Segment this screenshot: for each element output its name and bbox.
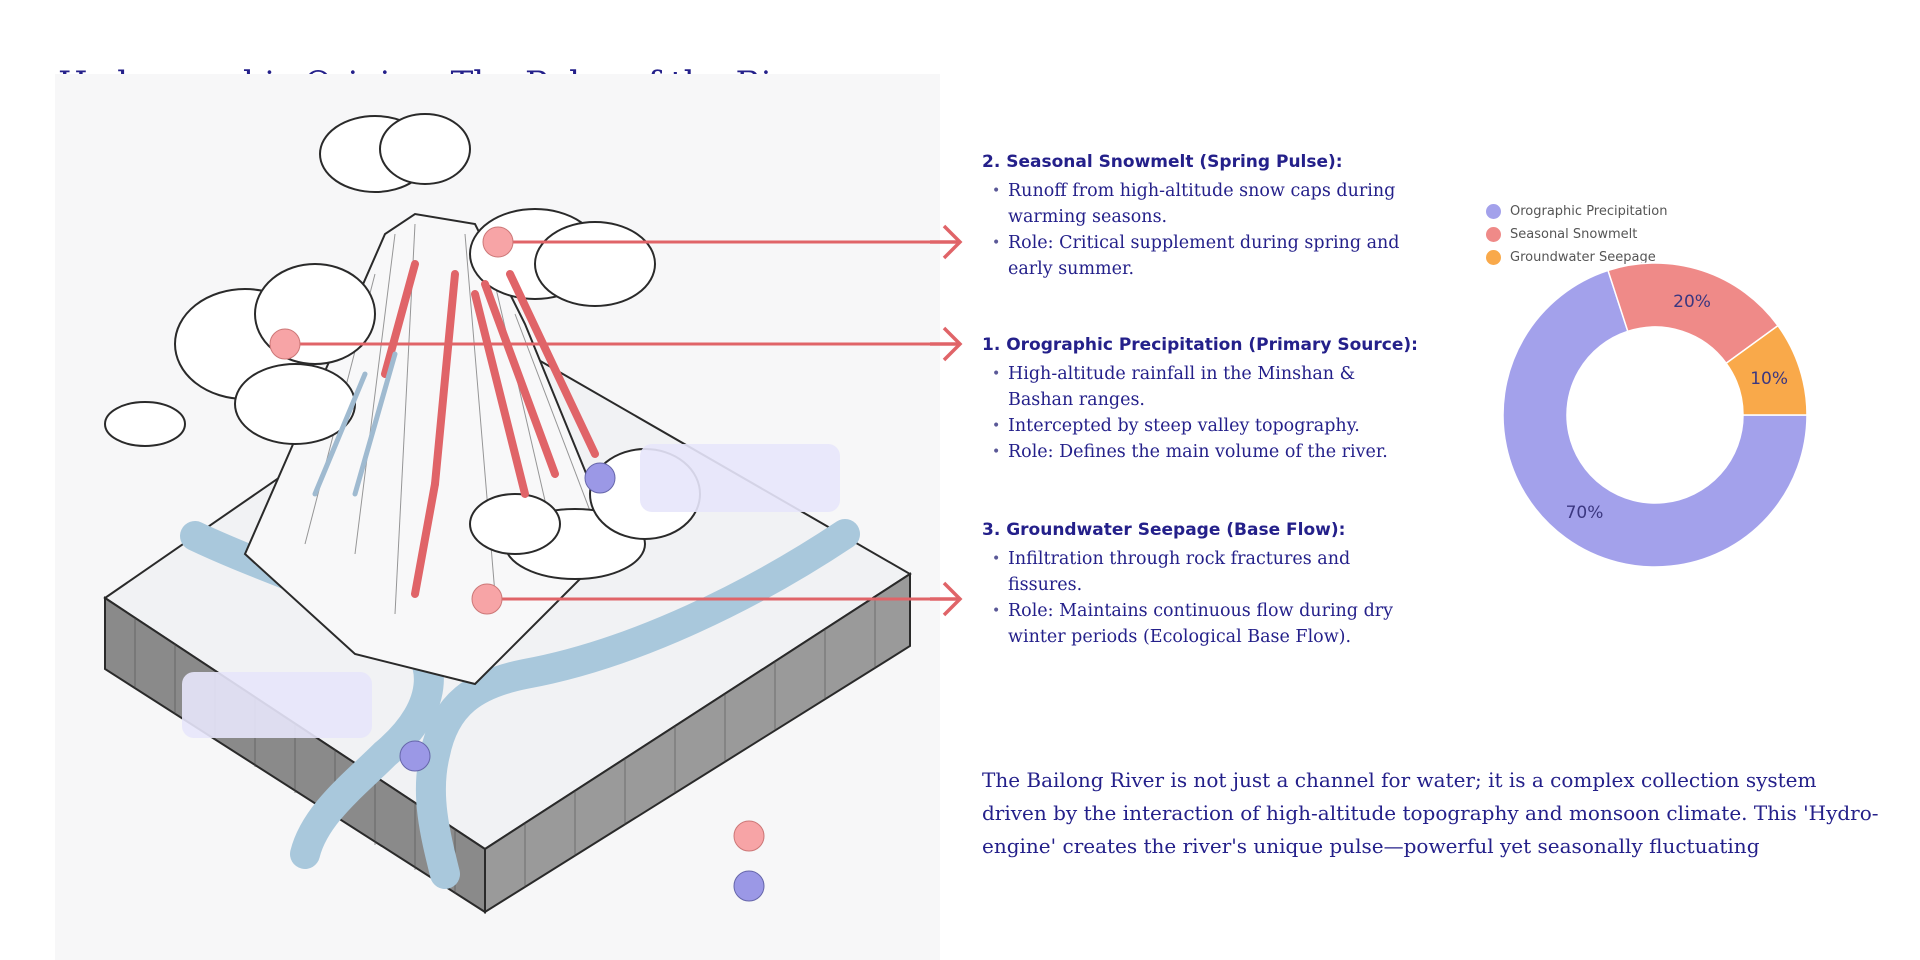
section-heading: 2. Seasonal Snowmelt (Spring Pulse): bbox=[982, 152, 1343, 172]
legend-item-groundwater: Groundwater Seepage bbox=[1486, 250, 1656, 265]
arrowheads bbox=[930, 224, 963, 617]
label-seasonal-snowmelt: 20% bbox=[1673, 292, 1711, 312]
section-heading: 1. Orographic Precipitation (Primary Sou… bbox=[982, 335, 1418, 355]
bullet-item: Role: Defines the main volume of the riv… bbox=[982, 439, 1402, 465]
donut-chart: 70% 20% 10% bbox=[1502, 262, 1808, 568]
marker-pink-legend bbox=[733, 820, 765, 852]
marker-precipitation bbox=[269, 328, 301, 360]
label-orographic-precipitation: 70% bbox=[1566, 503, 1604, 523]
section-groundwater: 3. Groundwater Seepage (Base Flow): Infi… bbox=[982, 520, 1402, 650]
slice-orographic-precipitation bbox=[1502, 269, 1808, 568]
marker-purple-upper bbox=[584, 462, 616, 494]
section-heading: 3. Groundwater Seepage (Base Flow): bbox=[982, 520, 1346, 540]
river-system-illustration bbox=[55, 74, 940, 960]
legend-swatch bbox=[1486, 227, 1501, 242]
legend-swatch bbox=[1486, 204, 1501, 219]
legend-swatch bbox=[1486, 250, 1501, 265]
marker-groundwater bbox=[471, 583, 503, 615]
marker-purple-river bbox=[399, 740, 431, 772]
chart-legend: Orographic Precipitation Seasonal Snowme… bbox=[1486, 204, 1846, 273]
bullet-item: Runoff from high-altitude snow caps duri… bbox=[982, 178, 1402, 230]
legend-label: Groundwater Seepage bbox=[1510, 250, 1656, 265]
bullet-item: Role: Critical supplement during spring … bbox=[982, 230, 1402, 282]
terrain-right-face bbox=[484, 572, 911, 914]
marker-purple-legend bbox=[733, 870, 765, 902]
slice-groundwater-seepage bbox=[1725, 324, 1808, 416]
leader-lines bbox=[285, 240, 940, 601]
bullet-item: High-altitude rainfall in the Minshan & … bbox=[982, 361, 1402, 413]
section-snowmelt: 2. Seasonal Snowmelt (Spring Pulse): Run… bbox=[982, 152, 1402, 282]
legend-item-precipitation: Orographic Precipitation bbox=[1486, 204, 1667, 219]
label-groundwater-seepage: 10% bbox=[1750, 369, 1788, 389]
bullet-item: Role: Maintains continuous flow during d… bbox=[982, 598, 1402, 650]
bullet-item: Intercepted by steep valley topography. bbox=[982, 413, 1402, 439]
bullet-item: Infiltration through rock fractures and … bbox=[982, 546, 1402, 598]
summary-paragraph: The Bailong River is not just a channel … bbox=[982, 768, 1879, 858]
highlight-box-ground bbox=[182, 672, 372, 738]
mountain-terrain-drawing bbox=[103, 113, 940, 914]
section-precipitation: 1. Orographic Precipitation (Primary Sou… bbox=[982, 335, 1418, 465]
legend-label: Orographic Precipitation bbox=[1510, 204, 1668, 219]
highlight-box-cloud bbox=[640, 444, 840, 512]
marker-snowmelt bbox=[482, 226, 514, 258]
runoff-arrows bbox=[381, 260, 599, 598]
legend-item-snowmelt: Seasonal Snowmelt bbox=[1486, 227, 1637, 242]
legend-label: Seasonal Snowmelt bbox=[1510, 227, 1638, 242]
